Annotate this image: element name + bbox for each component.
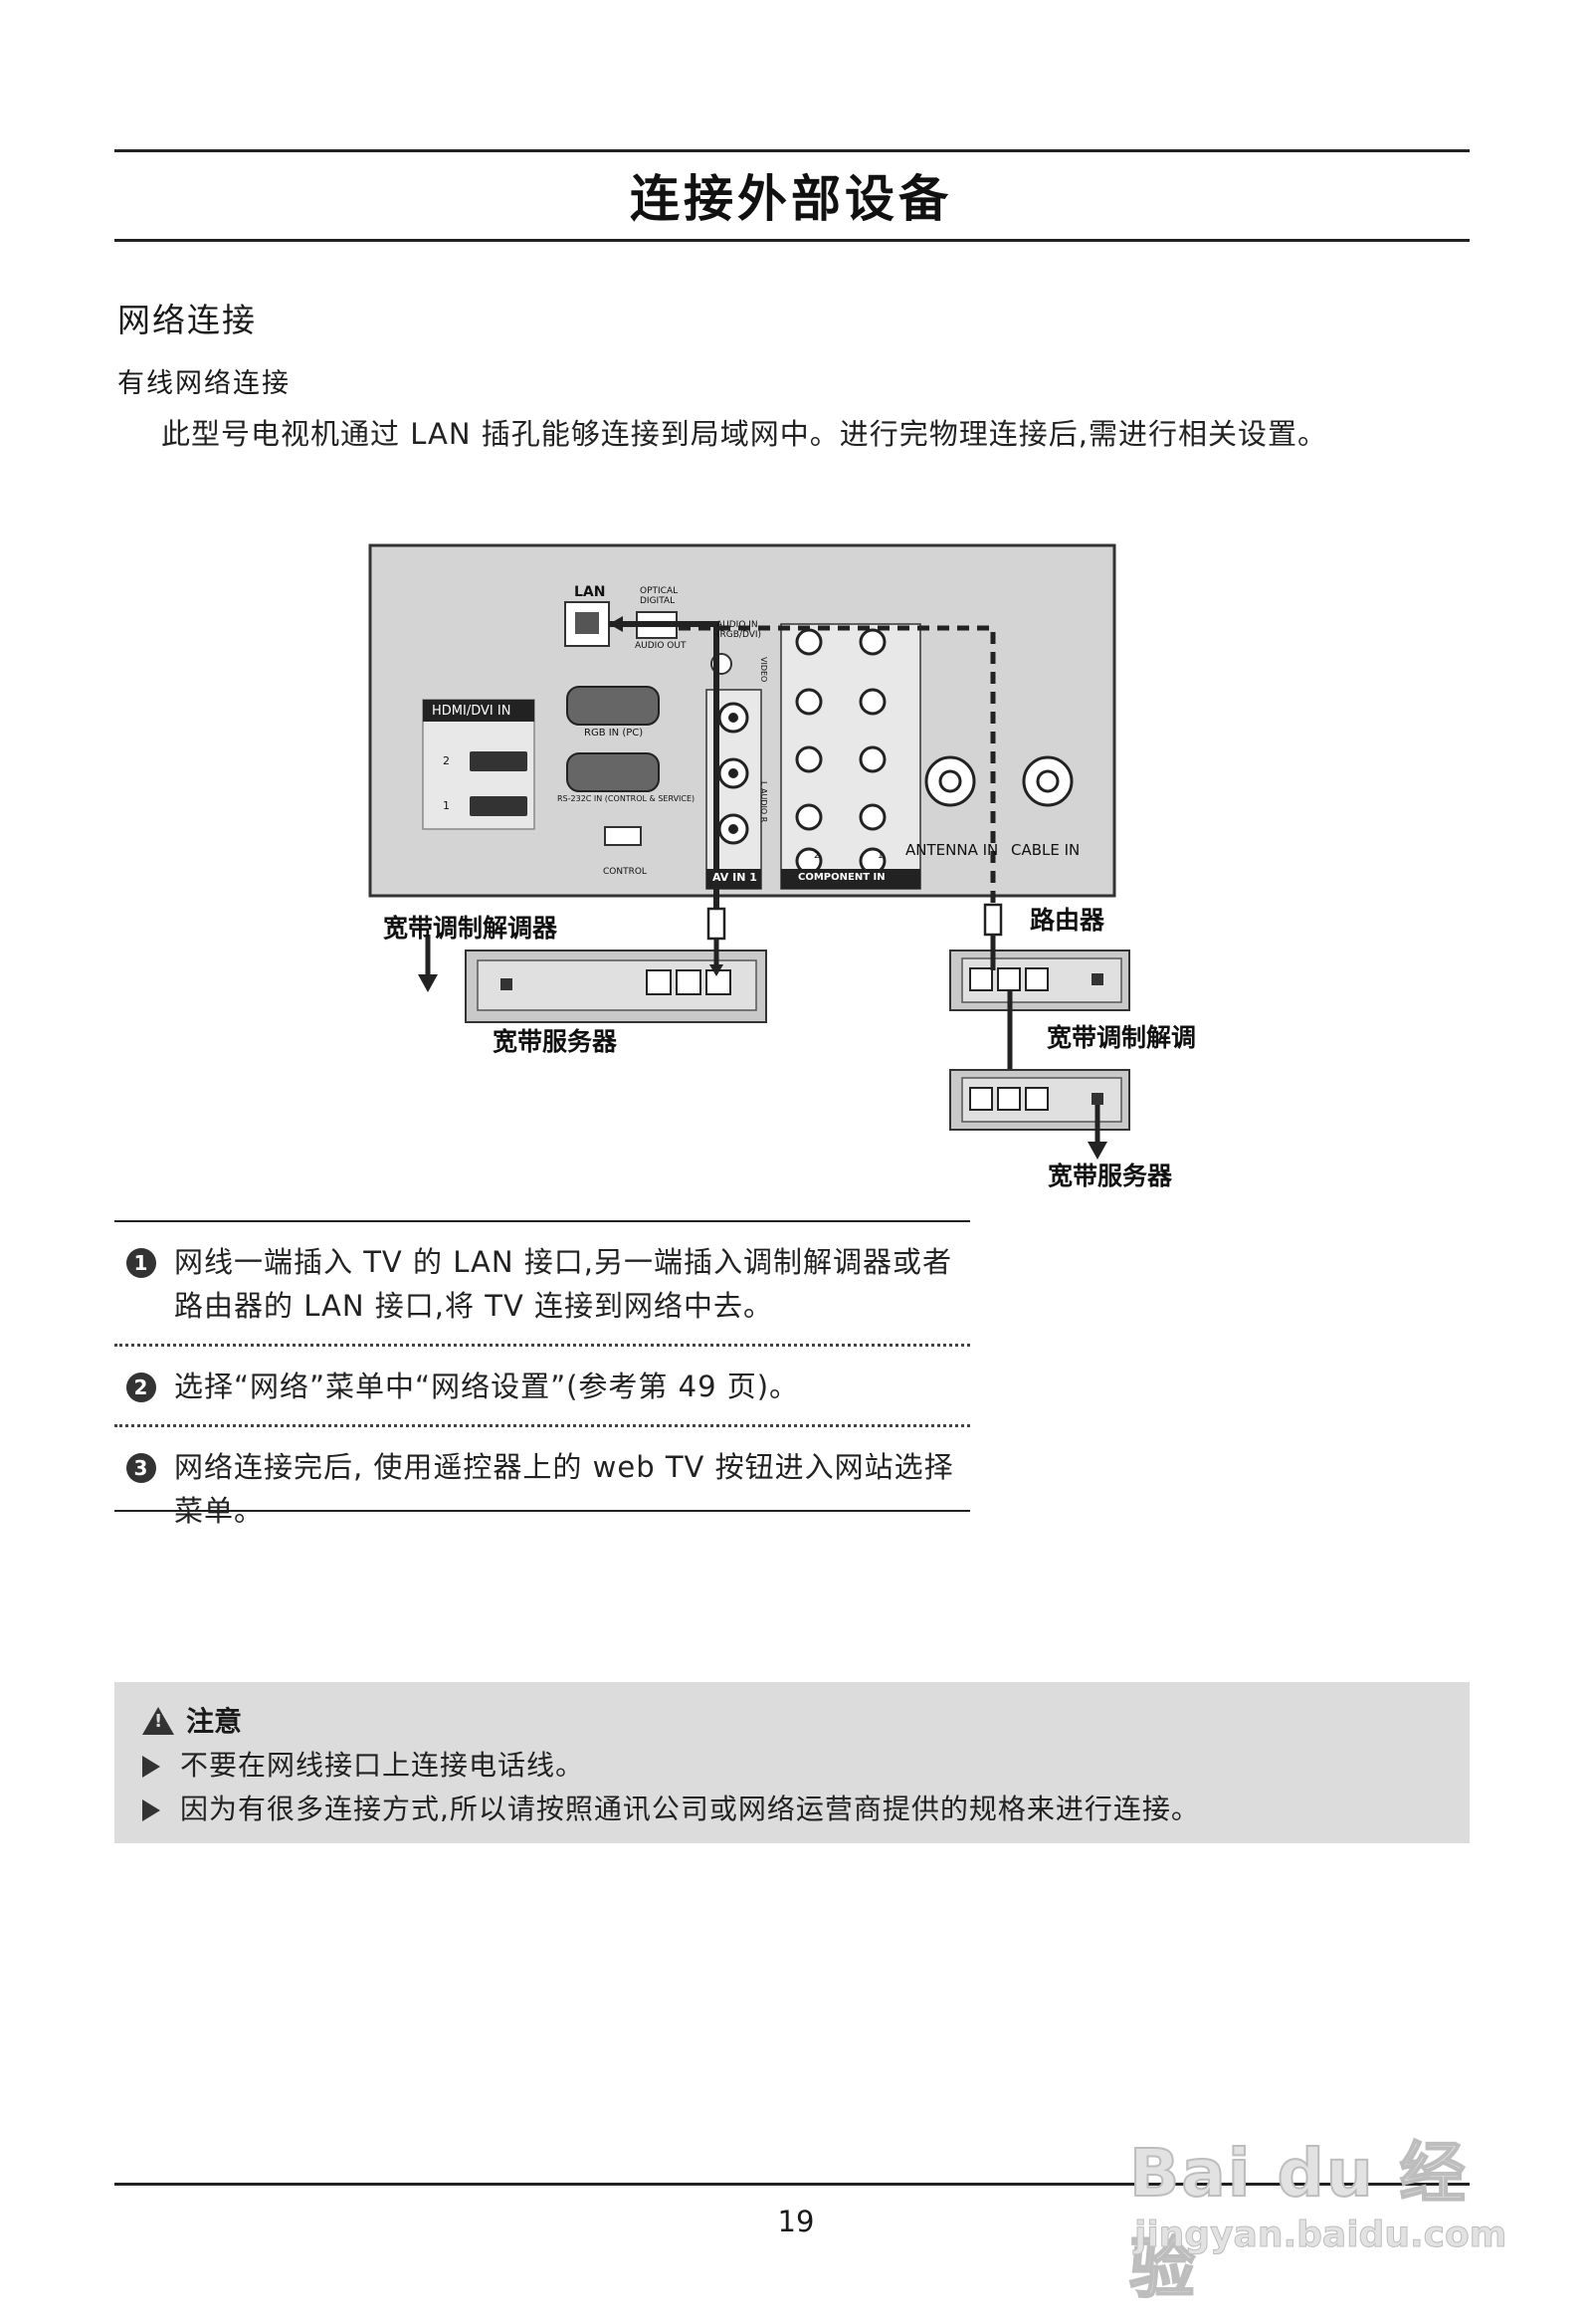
audio-label: L AUDIO R — [759, 781, 768, 823]
notice-item: 不要在网线接口上连接电话线。 — [142, 1744, 584, 1784]
footer-rule — [114, 2183, 1470, 2186]
notice-item: 因为有很多连接方式,所以请按照通讯公司或网络运营商提供的规格来进行连接。 — [142, 1788, 1200, 1827]
server-left-label: 宽带服务器 — [493, 1027, 618, 1056]
step-text: 网络连接完后, 使用遥控器上的 web TV 按钮进入网站选择菜单。 — [174, 1450, 954, 1528]
notice-box: 注意 不要在网线接口上连接电话线。 因为有很多连接方式,所以请按照通讯公司或网络… — [114, 1682, 1470, 1843]
top-rule — [114, 149, 1470, 152]
step-item: 2 选择“网络”菜单中“网络设置”(参考第 49 页)。 — [114, 1344, 970, 1424]
page-number: 19 — [777, 2205, 815, 2238]
server-right-label: 宽带服务器 — [1048, 1162, 1173, 1190]
subsection-heading: 有线网络连接 — [117, 368, 291, 399]
router-label: 路由器 — [1030, 906, 1105, 935]
hdmi-header-label: HDMI/DVI IN — [432, 704, 511, 719]
step-number: 3 — [126, 1453, 156, 1483]
watermark-line1: Bai du 经验 — [1128, 2134, 1468, 2308]
control-label: CONTROL — [603, 867, 647, 877]
audio-in-label-1: AUDIO IN — [716, 620, 758, 630]
watermark-line2: jingyan.baidu.com — [1133, 2215, 1507, 2256]
steps-list: 1 网线一端插入 TV 的 LAN 接口,另一端插入调制解调器或者路由器的 LA… — [114, 1222, 970, 1549]
steps-bottom-rule — [114, 1510, 970, 1512]
hdmi-port-2 — [470, 751, 527, 771]
modem-left-label: 宽带调制解调器 — [383, 914, 558, 943]
bullet-arrow-icon — [142, 1799, 160, 1821]
optical-label-1: OPTICAL — [640, 586, 679, 596]
diagram-graphic — [368, 543, 1130, 1160]
page-title: 连接外部设备 — [630, 170, 952, 228]
notice-item-text: 因为有很多连接方式,所以请按照通讯公司或网络运营商提供的规格来进行连接。 — [180, 1793, 1200, 1825]
step-text: 选择“网络”菜单中“网络设置”(参考第 49 页)。 — [174, 1370, 800, 1403]
watermark-logo: Bai du 经验 jingyan.baidu.com — [1128, 2080, 1527, 2308]
component-1-label: 1 — [878, 851, 884, 861]
steps-top-rule — [114, 1220, 970, 1222]
lan-label: LAN — [574, 584, 606, 600]
connection-diagram: LAN OPTICAL DIGITAL AUDIO OUT AUDIO IN (… — [368, 542, 1244, 1190]
hdmi-port-2-label: 2 — [443, 754, 450, 767]
rj45-plug-right — [983, 903, 1003, 937]
intro-paragraph: 此型号电视机通过 LAN 插孔能够连接到局域网中。进行完物理连接后,需进行相关设… — [161, 417, 1328, 451]
notice-item-text: 不要在网线接口上连接电话线。 — [180, 1749, 585, 1782]
audio-in-label-2: (RGB/DVI) — [716, 630, 762, 640]
video-label: VIDEO — [759, 657, 768, 683]
antenna-in-label: ANTENNA IN — [905, 841, 999, 859]
notice-title: 注意 — [142, 1700, 242, 1740]
component-in-label: COMPONENT IN — [798, 872, 886, 883]
title-underline — [114, 239, 1470, 242]
hdmi-port-1 — [470, 796, 527, 816]
hdmi-port-1-label: 1 — [443, 799, 450, 812]
warning-icon — [142, 1707, 174, 1735]
step-item: 3 网络连接完后, 使用遥控器上的 web TV 按钮进入网站选择菜单。 — [114, 1424, 970, 1549]
arrow-down-right — [1088, 1142, 1107, 1160]
step-number: 1 — [126, 1248, 156, 1278]
notice-title-text: 注意 — [186, 1705, 243, 1738]
rs232c-label: RS-232C IN (CONTROL & SERVICE) — [557, 794, 695, 803]
audio-out-label: AUDIO OUT — [635, 641, 687, 651]
hdmi-header-bg — [423, 700, 534, 722]
optical-label-2: DIGITAL — [640, 596, 676, 606]
step-item: 1 网线一端插入 TV 的 LAN 接口,另一端插入调制解调器或者路由器的 LA… — [114, 1222, 970, 1344]
rgb-in-label: RGB IN (PC) — [584, 728, 644, 739]
step-text: 网线一端插入 TV 的 LAN 接口,另一端插入调制解调器或者路由器的 LAN … — [174, 1245, 952, 1323]
control-port — [604, 826, 642, 846]
arrow-down-left — [418, 974, 438, 992]
section-heading: 网络连接 — [117, 301, 257, 339]
component-2-label: 2 — [814, 851, 820, 861]
av-in-label: AV IN 1 — [712, 871, 757, 884]
cable-in-label: CABLE IN — [1011, 841, 1081, 859]
bullet-arrow-icon — [142, 1756, 160, 1778]
rgb-dsub — [566, 686, 660, 726]
rj45-plug-left — [706, 907, 726, 941]
modem-right-label: 宽带调制解调 — [1047, 1023, 1197, 1052]
step-number: 2 — [126, 1373, 156, 1402]
rs232c-dsub — [566, 752, 660, 792]
lan-jack — [575, 612, 599, 634]
